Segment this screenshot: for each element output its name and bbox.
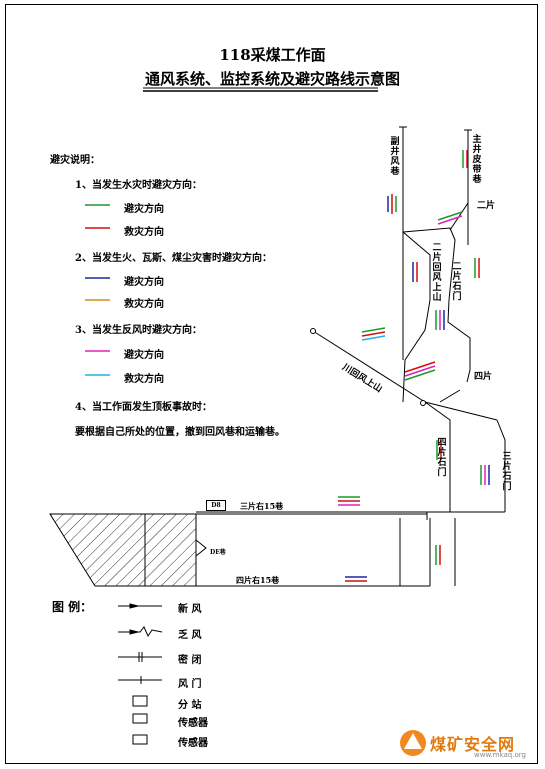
legend-item-seal: 密 闭 [178, 655, 202, 666]
legend-symbols [118, 603, 163, 745]
legend-item-fresh-air: 新 风 [178, 604, 202, 615]
legend-item-sensor-1: 传感器 [178, 718, 208, 729]
legend-item-air-door: 风 门 [178, 679, 202, 690]
note-arrows [85, 204, 110, 376]
label-erpian: 二片 [477, 201, 496, 211]
label-fuwell: 副井风巷 [390, 137, 400, 177]
watermark-url: www.mkaq.org [474, 751, 526, 759]
note-case-3-item-1: 避灾方向 [124, 350, 164, 361]
note-case-1-item-2: 救灾方向 [124, 227, 164, 238]
sensor-box: D8 [206, 500, 226, 511]
notes-heading: 避灾说明： [50, 155, 100, 166]
watermark-logo [400, 730, 426, 756]
legend-item-return-air: 乏 风 [178, 630, 202, 641]
label-lane-2: 四片右15巷 [236, 575, 280, 585]
legend-item-sensor-2: 传感器 [178, 738, 208, 749]
note-case-1: 1、当发生水灾时避灾方向： [75, 180, 202, 191]
label-sipian-shimen: 四片石门 [437, 438, 447, 478]
legend-heading: 图 例： [52, 600, 93, 614]
door-node [420, 400, 426, 406]
title-line-1: 118采煤工作面 [219, 46, 326, 64]
label-lane-1: 三片右15巷 [240, 501, 284, 511]
note-case-3-item-2: 救灾方向 [124, 374, 164, 385]
note-case-3: 3、当发生反风时避灾方向： [75, 325, 202, 336]
label-sipian: 四片 [474, 372, 493, 382]
watermark-text: 煤矿安全网 [430, 735, 516, 754]
note-case-4: 4、当工作面发生顶板事故时： [75, 402, 212, 413]
label-erpian-hui: 二片回风上山 [432, 243, 442, 303]
label-mainwell: 主井皮带巷 [472, 135, 482, 185]
label-erpian-shimen: 二片石门 [452, 262, 462, 302]
note-case-2: 2、当发生火、瓦斯、煤尘灾害时避灾方向： [75, 253, 272, 264]
label-sanpian-shimen: 三片石门 [502, 452, 512, 492]
end-node [310, 328, 316, 334]
note-case-1-item-1: 避灾方向 [124, 204, 164, 215]
title-line-2: 通风系统、监控系统及避灾路线示意图 [144, 70, 400, 88]
route-arrows [338, 150, 490, 582]
note-case-2-item-2: 救灾方向 [124, 299, 164, 310]
working-face [49, 513, 207, 587]
drawing-frame [5, 4, 538, 764]
shaft-lines [50, 126, 506, 587]
note-case-2-item-1: 避灾方向 [124, 277, 164, 288]
note-case-4-text: 要根据自己所处的位置，撤到回风巷和运输巷。 [75, 427, 285, 438]
label-side-tag: DE巷 [210, 549, 226, 556]
legend-item-substation: 分 站 [178, 700, 202, 711]
